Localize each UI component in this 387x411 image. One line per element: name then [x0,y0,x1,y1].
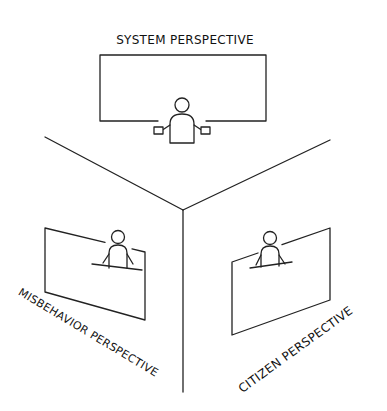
divider-line [182,210,183,392]
person-figure [92,231,142,271]
person-figure [154,98,210,143]
perspective-panel: SYSTEM PERSPECTIVE [100,55,266,121]
panel-outline [232,228,330,335]
person-figure [250,232,292,269]
panel-border [232,228,330,335]
panel-border [100,55,266,121]
perspective-heading: SYSTEM PERSPECTIVE [116,34,254,47]
panel-outline [45,228,145,320]
perspective-heading: CITIZEN PERSPECTIVE [236,304,355,396]
perspective-heading: MISBEHAVIOR PERSPECTIVE [16,286,160,379]
divider-line [183,140,330,210]
divider-line [45,137,183,210]
panel-outline [100,55,266,121]
panel-border [45,228,145,320]
perspective-panel: CITIZEN PERSPECTIVE [232,228,330,335]
perspective-panel: MISBEHAVIOR PERSPECTIVE [45,228,145,320]
